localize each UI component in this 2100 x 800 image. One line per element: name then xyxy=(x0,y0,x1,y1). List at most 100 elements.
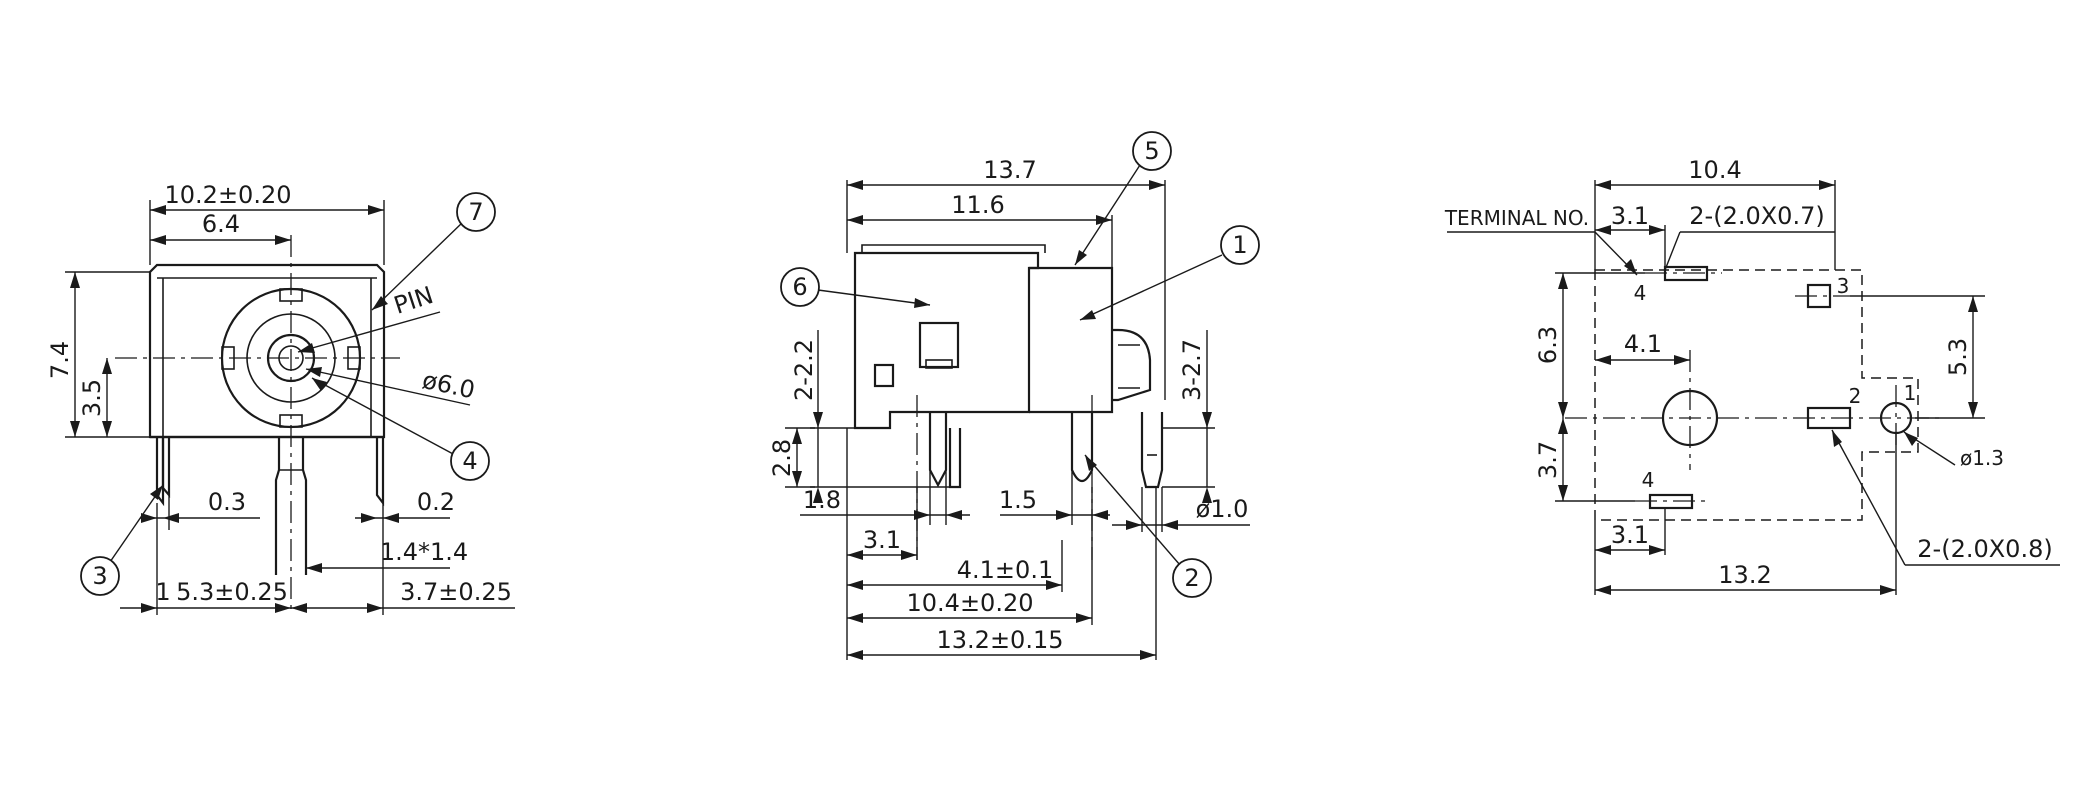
callout-5-bubble xyxy=(1132,131,1172,171)
leader-callout-6 xyxy=(817,289,931,306)
arrow xyxy=(1056,510,1072,520)
side-dim-overall: 13.7 xyxy=(983,156,1036,184)
side-dim-left-pin-h: 2-2.2 xyxy=(790,339,818,401)
front-dim-width: 10.2±0.20 xyxy=(165,181,292,209)
front-pin-left-2 xyxy=(161,437,171,498)
callout-1-text: 1 xyxy=(1232,231,1247,259)
leader-callout-2 xyxy=(1084,454,1181,566)
arrow xyxy=(1076,613,1092,623)
arrow xyxy=(1075,250,1087,265)
callout-5-text: 5 xyxy=(1144,137,1159,165)
side-dim-pitch-c: 10.4±0.20 xyxy=(907,589,1034,617)
footprint-dim-right-h: 5.3 xyxy=(1944,338,1972,376)
arrow xyxy=(368,205,384,215)
front-ring-tab-top xyxy=(279,288,303,302)
footprint-view: 10.4 3.1 2-(2.0X0.7) TERMINAL NO. 4 3 2 … xyxy=(1444,156,2060,595)
arrow xyxy=(70,421,80,437)
arrow xyxy=(1080,310,1096,320)
arrow xyxy=(1968,296,1978,312)
arrow xyxy=(901,550,917,560)
side-body-outline xyxy=(853,251,1040,430)
arrow xyxy=(847,215,863,225)
arrow xyxy=(792,471,802,487)
arrow xyxy=(1558,485,1568,501)
side-dim-pin-w: 1.5 xyxy=(999,486,1037,514)
arrow xyxy=(291,603,307,613)
side-dim-right-pin-h: 3-2.7 xyxy=(1178,339,1206,401)
arrow xyxy=(1595,180,1611,190)
side-dim-pitch-d: 13.2±0.15 xyxy=(937,626,1064,654)
side-dim-standoff: 2.8 xyxy=(768,439,796,477)
callout-6-text: 6 xyxy=(792,273,807,301)
arrow xyxy=(847,650,863,660)
side-view: 13.7 11.6 2-2.2 2.8 3-2.7 1.8 xyxy=(768,131,1260,660)
side-pin-right xyxy=(1140,412,1164,489)
front-dim-pin-thk-left: 0.3 xyxy=(208,488,246,516)
front-pin-center xyxy=(278,345,304,371)
arrow xyxy=(102,421,112,437)
arrow xyxy=(372,296,388,310)
footprint-center-hole xyxy=(1661,389,1719,447)
front-dim-pin-thk-right: 0.2 xyxy=(417,488,455,516)
arrow xyxy=(1092,510,1108,520)
side-dim-pitch-a: 3.1 xyxy=(863,526,901,554)
arrow xyxy=(70,272,80,288)
arrow xyxy=(141,513,157,523)
arrow xyxy=(102,358,112,374)
arrow xyxy=(914,298,930,308)
arrow xyxy=(1649,225,1665,235)
front-body-outline xyxy=(148,263,386,439)
arrow xyxy=(1558,418,1568,434)
arrow xyxy=(1674,355,1690,365)
side-pin-left xyxy=(928,412,948,488)
arrow xyxy=(792,428,802,444)
callout-6-bubble xyxy=(780,267,820,307)
callout-3-bubble xyxy=(80,556,120,596)
leader-callout-5 xyxy=(1074,164,1141,266)
arrow xyxy=(1202,487,1212,503)
side-pin-left-2 xyxy=(948,428,962,489)
arrow xyxy=(298,343,315,353)
front-dim-center-x: 6.4 xyxy=(202,210,240,238)
footprint-label-t4-bottom: 4 xyxy=(1642,468,1655,492)
front-dim-center-y: 3.5 xyxy=(78,379,106,417)
arrow xyxy=(1202,412,1212,428)
side-window-small xyxy=(873,363,895,388)
callout-2-bubble xyxy=(1172,558,1212,598)
front-ring-tab-bottom xyxy=(279,414,303,428)
footprint-dim-hole-dia: ø1.3 xyxy=(1960,446,2004,470)
arrow xyxy=(1832,430,1842,447)
front-pin-center-leg xyxy=(274,437,308,575)
arrow xyxy=(1649,545,1665,555)
arrow xyxy=(150,485,163,500)
footprint-dim-slot-top: 2-(2.0X0.7) xyxy=(1689,202,1824,230)
arrow xyxy=(847,550,863,560)
front-dim-pin-left-tick: 1 xyxy=(155,578,170,606)
arrow xyxy=(163,513,179,523)
arrow xyxy=(1595,585,1611,595)
footprint-dim-total: 13.2 xyxy=(1718,561,1771,589)
side-window-large-inner xyxy=(925,359,953,369)
arrow xyxy=(1904,432,1918,446)
front-label-pin: PIN xyxy=(390,281,436,320)
footprint-dim-height-b: 3.7 xyxy=(1534,441,1562,479)
arrow xyxy=(275,235,291,245)
callout-3-text: 3 xyxy=(92,562,107,590)
footprint-label-t4-top: 4 xyxy=(1634,281,1647,305)
arrow xyxy=(946,510,962,520)
footprint-dim-height-a: 6.3 xyxy=(1534,326,1562,364)
leader-pin xyxy=(297,311,441,353)
arrow xyxy=(306,367,322,377)
arrow xyxy=(1624,259,1637,275)
arrow xyxy=(1558,273,1568,289)
leader-callout-1 xyxy=(1079,254,1223,321)
front-ring-tab-right xyxy=(347,346,361,370)
side-window-large xyxy=(918,321,960,369)
leader-bore-dia xyxy=(305,368,471,406)
arrow xyxy=(1162,520,1178,530)
arrow xyxy=(150,235,166,245)
arrow xyxy=(1819,180,1835,190)
front-dim-bore-dia: ø6.0 xyxy=(420,366,478,404)
callout-7-bubble xyxy=(456,192,496,232)
